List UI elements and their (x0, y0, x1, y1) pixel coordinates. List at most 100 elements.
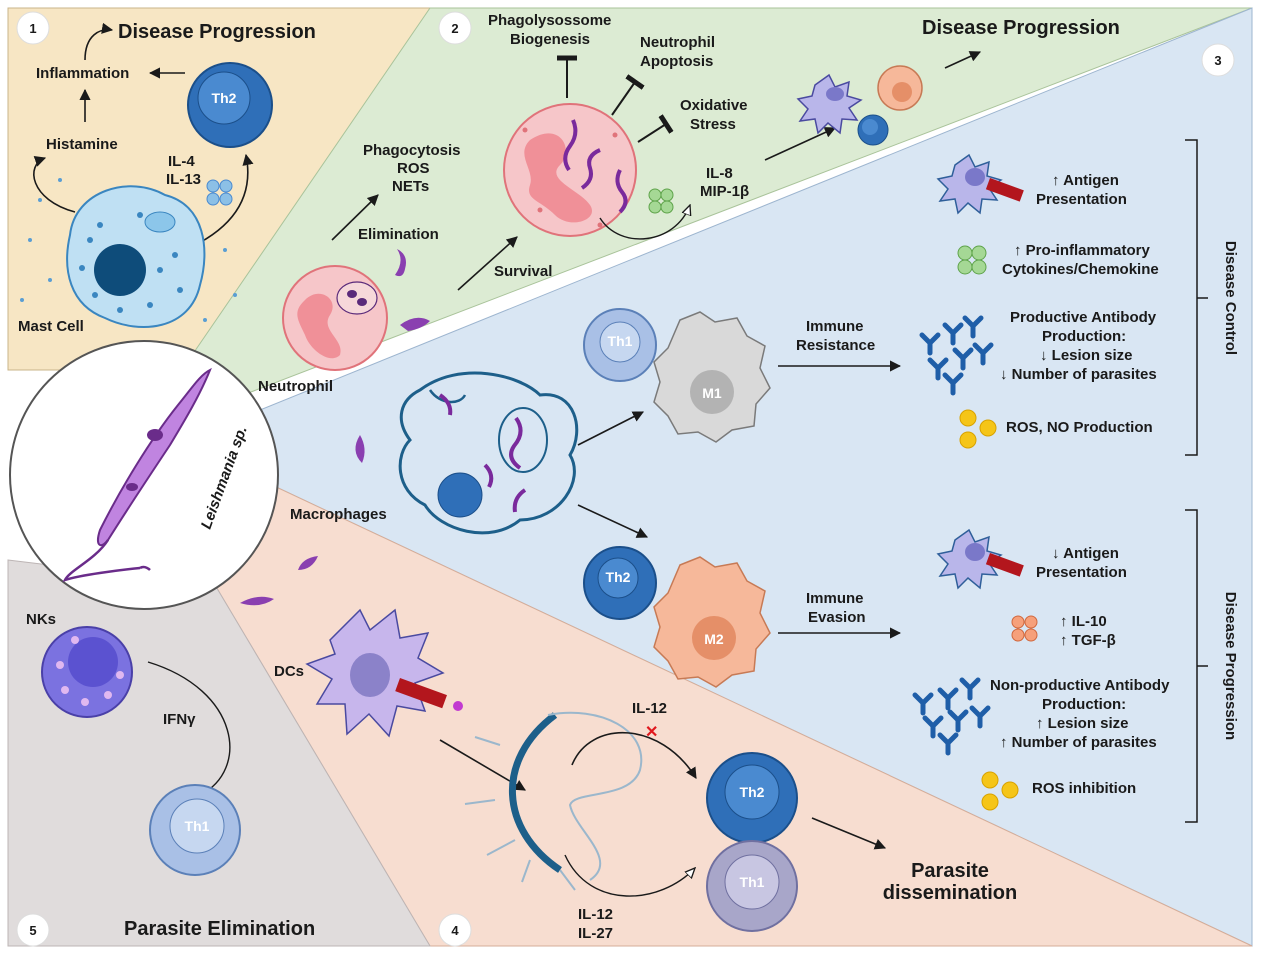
parasite-icon (395, 249, 406, 277)
recruited-monocyte (877, 65, 923, 111)
control-antigen-label: ↑ Antigen (1052, 172, 1119, 189)
control-cytokines-label-2: Cytokines/Chemokine (1002, 261, 1159, 278)
svg-text:5: 5 (29, 923, 36, 938)
nk-cell (41, 626, 133, 718)
control-antibody-label-2: Production: (1042, 328, 1126, 345)
progression-il10-label: ↑ IL-10 (1060, 613, 1107, 630)
mast-cell (20, 178, 237, 328)
lymph-node (464, 711, 643, 891)
infected-neutrophil (503, 103, 637, 237)
m2-macrophage: M2 (653, 556, 771, 688)
dissemination-label-2: dissemination (883, 882, 1017, 904)
th1-cell-panel4: Th1 (706, 840, 798, 932)
svg-text:Th1: Th1 (740, 874, 765, 890)
neutrophil-apoptosis-label: Neutrophil (640, 34, 715, 51)
disease-control-label: Disease Control (1222, 241, 1239, 355)
parasite-icon (400, 317, 430, 331)
histamine-label: Histamine (46, 136, 118, 153)
th2-cell-panel3: Th2 (583, 546, 657, 620)
elimination-label: Elimination (358, 226, 439, 243)
ros-label: ROS (397, 160, 430, 177)
cytokine-cluster-icon (206, 179, 233, 206)
progression-tgf-label: ↑ TGF-β (1060, 632, 1116, 649)
immune-resistance-label: Immune (806, 318, 864, 335)
svg-text:Th2: Th2 (740, 784, 765, 800)
progression-antibody-label-4: ↑ Number of parasites (1000, 734, 1157, 751)
leishmania-center (9, 340, 279, 610)
il4-label: IL-4 (168, 153, 195, 170)
curved-arrow (564, 854, 695, 897)
svg-text:Th1: Th1 (185, 818, 210, 834)
neutrophil-label: Neutrophil (258, 378, 333, 395)
m1-macrophage: M1 (653, 311, 771, 443)
svg-text:3: 3 (1214, 53, 1221, 68)
arrow-to-recruited-cells (764, 127, 837, 161)
control-antibody-label-4: ↓ Number of parasites (1000, 366, 1157, 383)
macrophages-label: Macrophages (290, 506, 387, 523)
panel-5-title: Parasite Elimination (124, 918, 315, 940)
ros-particles-icon (959, 409, 997, 449)
panel-number-2: 2 (438, 11, 472, 45)
antibody-cluster-icon (912, 677, 991, 756)
phagolysosome-label-2: Biogenesis (510, 31, 590, 48)
antibody-cluster-icon (919, 315, 994, 396)
panel-number-3: 3 (1201, 43, 1235, 77)
progression-antibody-label: Non-productive Antibody (990, 677, 1170, 694)
curved-arrow (599, 205, 690, 240)
control-antibody-label-3: ↓ Lesion size (1040, 347, 1133, 364)
arrow-to-m2 (577, 504, 649, 538)
il12-bottom-label: IL-12 (578, 906, 613, 923)
th2-cell-panel1: Th2 (187, 62, 273, 148)
inhibition-arrow (611, 74, 645, 116)
arrow-elimination (331, 194, 379, 241)
phagocytosis-label: Phagocytosis (363, 142, 461, 159)
control-cytokines-label: ↑ Pro-inflammatory (1014, 242, 1151, 259)
progression-ros-label: ROS inhibition (1032, 780, 1136, 797)
recruited-dendritic-cell (796, 73, 863, 135)
curved-arrow (84, 22, 114, 61)
antigen-presenting-cell-icon (936, 153, 1024, 215)
immune-resistance-label-2: Resistance (796, 337, 875, 354)
parasite-icon (240, 596, 274, 606)
mip-label: MIP-1β (700, 183, 749, 200)
dendritic-cell (305, 608, 463, 738)
control-antigen-label-2: Presentation (1036, 191, 1127, 208)
svg-text:Th2: Th2 (212, 90, 237, 106)
svg-text:M2: M2 (704, 631, 724, 647)
block-x-icon: ✕ (645, 724, 658, 741)
svg-text:4: 4 (451, 923, 459, 938)
nets-label: NETs (392, 178, 429, 195)
svg-text:Th2: Th2 (606, 569, 631, 585)
il8-label: IL-8 (706, 165, 733, 182)
svg-text:1: 1 (29, 21, 36, 36)
th1-cell-panel5: Th1 (149, 784, 241, 876)
progression-antigen-label-2: Presentation (1036, 564, 1127, 581)
progression-bracket (1185, 509, 1208, 823)
arrow-to-progression (944, 51, 982, 69)
svg-text:2: 2 (451, 21, 458, 36)
panel-number-5: 5 (16, 913, 50, 947)
blocked-arrow (571, 732, 697, 779)
survival-label: Survival (494, 263, 552, 280)
ros-particles-icon (981, 771, 1019, 811)
antigen-presenting-cell-icon (936, 528, 1024, 590)
progression-antibody-label-2: Production: (1042, 696, 1126, 713)
il27-label: IL-27 (578, 925, 613, 942)
control-ros-label: ROS, NO Production (1006, 419, 1153, 436)
progression-antigen-label: ↓ Antigen (1052, 545, 1119, 562)
phagolysosome-label: Phagolysossome (488, 12, 611, 29)
panel-1-title: Disease Progression (118, 21, 316, 43)
panel-number-1: 1 (16, 11, 50, 45)
arrow-to-dissemination (811, 817, 887, 850)
oxidative-stress-label-2: Stress (690, 116, 736, 133)
il12-top-label: IL-12 (632, 700, 667, 717)
inflammation-label: Inflammation (36, 65, 129, 82)
immune-evasion-label-2: Evasion (808, 609, 866, 626)
dissemination-label: Parasite (911, 860, 989, 882)
inhibition-arrow (637, 114, 674, 143)
infected-macrophage (398, 371, 579, 535)
oxidative-stress-label: Oxidative (680, 97, 748, 114)
disease-progression-label: Disease Progression (1222, 592, 1239, 740)
